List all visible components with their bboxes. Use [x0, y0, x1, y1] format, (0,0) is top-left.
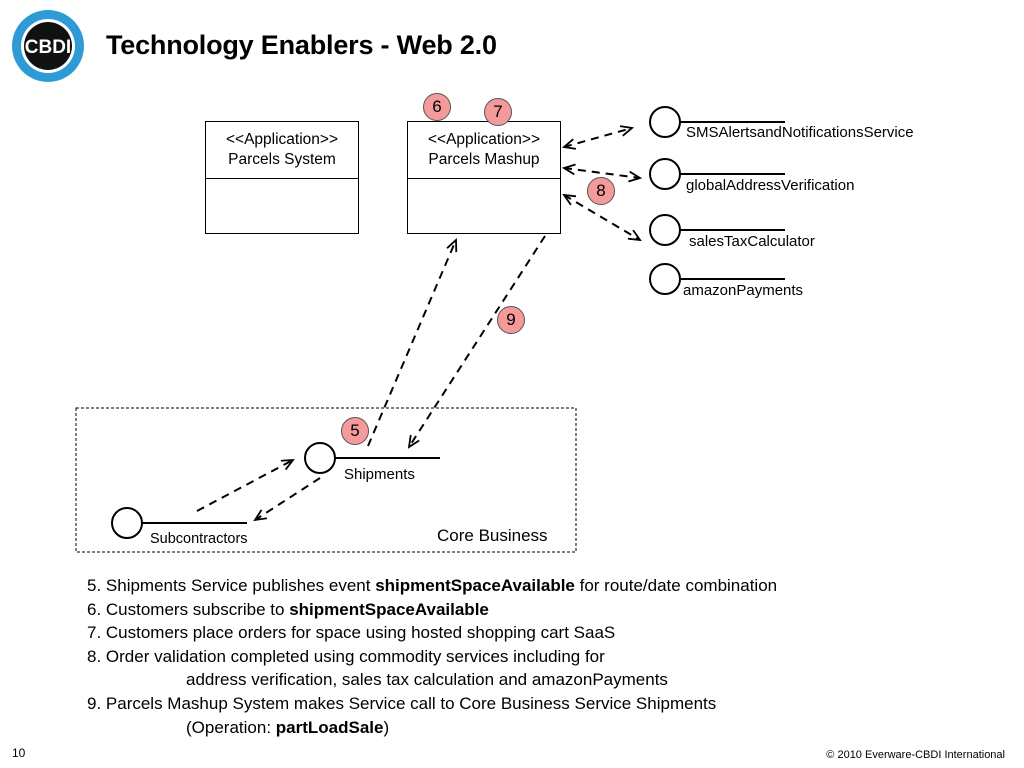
shipments-label: Shipments [344, 466, 415, 483]
arrow-subcontractors-to-shipments [196, 460, 293, 512]
parcels-system-box: <<Application>> Parcels System [205, 121, 359, 234]
arrow-mashup-sms [564, 128, 632, 147]
note-8-continuation: address verification, sales tax calculat… [186, 670, 668, 690]
step-badge-5: 5 [341, 417, 369, 445]
service-interface-amazon [649, 263, 785, 295]
note-6: 6. Customers subscribe to shipmentSpaceA… [87, 598, 777, 622]
arrow-shipments-to-subcontractors [255, 477, 321, 520]
service-label-address: globalAddressVerification [686, 177, 855, 194]
note-5-event: shipmentSpaceAvailable [375, 576, 575, 595]
step-badge-7: 7 [484, 98, 512, 126]
step-badge-6: 6 [423, 93, 451, 121]
service-label-salestax: salesTaxCalculator [689, 233, 815, 250]
note-9-continuation: (Operation: partLoadSale) [87, 716, 777, 740]
note-8: 8. Order validation completed using comm… [87, 646, 605, 666]
parcels-mashup-box: <<Application>> Parcels Mashup [407, 121, 561, 234]
step-badge-9: 9 [497, 306, 525, 334]
arrow-mashup-to-shipments [409, 235, 546, 447]
parcels-system-header: <<Application>> Parcels System [206, 122, 358, 179]
slide-title: Technology Enablers - Web 2.0 [106, 30, 497, 60]
cbdi-logo: CBDI [10, 8, 86, 84]
service-interface-subcontractors [111, 507, 247, 539]
core-business-boundary [75, 407, 577, 553]
note-7: 7. Customers place orders for space usin… [87, 623, 616, 643]
parcels-mashup-name: Parcels Mashup [428, 151, 540, 168]
note-5-tail: for route/date combination [574, 576, 778, 595]
step-notes: 5. Shipments Service publishes event shi… [87, 574, 777, 739]
note-6-text: 6. Customers subscribe to [87, 599, 290, 619]
arrow-mashup-address [564, 168, 640, 178]
core-business-label: Core Business [437, 526, 548, 545]
copyright-footer: © 2010 Everware-CBDI International [826, 749, 1005, 761]
service-interface-address [649, 158, 785, 190]
parcels-mashup-stereotype: <<Application>> [427, 131, 541, 148]
service-label-amazon: amazonPayments [683, 282, 804, 299]
note-5-text: 5. Shipments Service publishes event [87, 576, 376, 595]
service-interface-sms [649, 106, 785, 138]
note-9-operation: partLoadSale [275, 717, 384, 737]
service-label-sms: SMSAlertsandNotificationsService [686, 124, 914, 141]
arrow-shipments-to-mashup [367, 240, 456, 447]
note-9: 9. Parcels Mashup System makes Service c… [87, 693, 717, 713]
service-interface-salestax [649, 214, 785, 246]
parcels-mashup-header: <<Application>> Parcels Mashup [408, 122, 560, 179]
service-interface-shipments [304, 442, 440, 474]
page-number: 10 [12, 746, 26, 760]
parcels-system-stereotype: <<Application>> [225, 131, 339, 148]
parcels-system-name: Parcels System [228, 151, 336, 168]
note-9-op-prefix: (Operation: [186, 717, 276, 737]
note-6-event: shipmentSpaceAvailable [289, 599, 489, 619]
logo-text: CBDI [25, 37, 71, 58]
subcontractors-label: Subcontractors [150, 531, 248, 547]
arrow-mashup-salestax [564, 195, 640, 240]
note-9-op-suffix: ) [383, 717, 390, 737]
step-badge-8: 8 [587, 177, 615, 205]
note-5: 5. Shipments Service publishes event shi… [87, 574, 777, 598]
